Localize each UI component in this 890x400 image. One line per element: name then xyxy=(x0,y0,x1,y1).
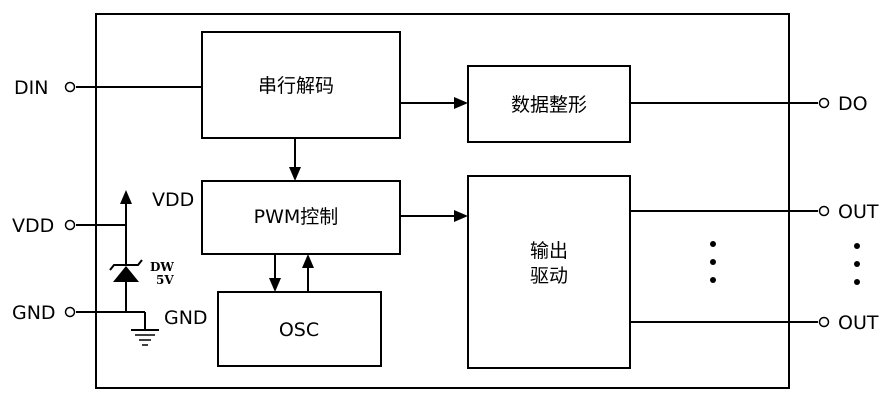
data-shaping-block xyxy=(467,65,631,143)
out-bottom-pin xyxy=(818,316,830,328)
output-drive-label-2: 驱动 xyxy=(530,265,568,287)
zener-diode-icon xyxy=(109,259,143,312)
out-top-label: OUT xyxy=(838,201,879,223)
vdd-rail-arrow xyxy=(120,190,132,204)
osc-label: OSC xyxy=(279,319,319,341)
serial-decode-block xyxy=(201,31,401,139)
pwm-control-label: PWM控制 xyxy=(254,206,339,228)
gnd-pin xyxy=(64,306,76,318)
gnd-internal-label: GND xyxy=(164,307,208,329)
chip-outline xyxy=(95,13,790,389)
vdd-pin xyxy=(64,219,76,231)
pwm-to-drive-arrow xyxy=(454,210,468,222)
decode-to-shaping-arrow xyxy=(454,97,468,109)
zener-type-label: DW xyxy=(150,260,174,274)
pwm-control-block xyxy=(201,180,401,255)
inner-ellipsis xyxy=(710,241,716,283)
osc-block xyxy=(217,291,382,367)
out-bottom-label: OUT xyxy=(838,312,879,334)
zener-voltage-label: 5V xyxy=(156,273,174,287)
output-drive-block xyxy=(467,175,631,369)
outer-ellipsis xyxy=(854,243,860,285)
do-pin xyxy=(818,97,830,109)
din-label: DIN xyxy=(14,77,48,99)
gnd-outer-label: GND xyxy=(12,302,56,324)
vdd-outer-label: VDD xyxy=(12,215,54,237)
din-pin xyxy=(64,81,76,93)
ground-icon xyxy=(131,312,159,346)
osc-to-pwm-arrow xyxy=(302,254,314,268)
out-top-pin xyxy=(818,205,830,217)
data-shaping-label: 数据整形 xyxy=(511,94,587,116)
pwm-to-osc-arrow xyxy=(269,278,281,292)
do-label: DO xyxy=(838,93,868,115)
decode-to-pwm-arrow xyxy=(289,167,301,181)
serial-decode-label: 串行解码 xyxy=(258,75,334,97)
output-drive-label-1: 输出 xyxy=(530,240,568,262)
vdd-internal-label: VDD xyxy=(152,189,194,211)
